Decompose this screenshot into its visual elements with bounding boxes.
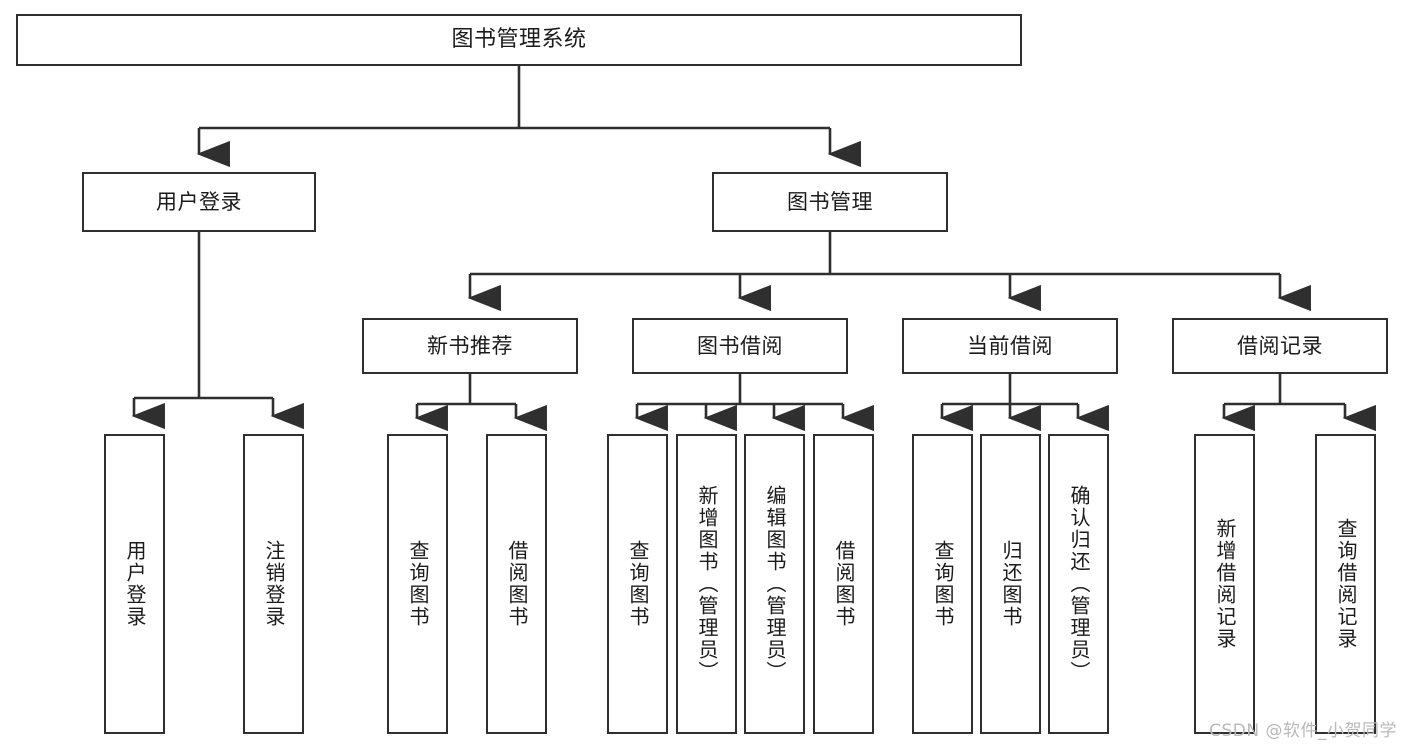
node-leaf-borrow-lend[interactable]: 借阅图书 xyxy=(813,434,874,734)
node-label: 注销登录 xyxy=(262,540,286,628)
node-label: 借阅记录 xyxy=(1237,333,1323,358)
node-label: 查询图书 xyxy=(626,540,650,628)
node-current-borrow[interactable]: 当前借阅 xyxy=(902,318,1118,374)
node-label: 查询图书 xyxy=(406,540,430,628)
node-leaf-current-return[interactable]: 归还图书 xyxy=(980,434,1041,734)
node-label: 图书管理系统 xyxy=(451,27,587,53)
node-book-manage[interactable]: 图书管理 xyxy=(712,172,948,232)
node-label: 查询借阅记录 xyxy=(1334,518,1358,650)
node-leaf-recommend-query[interactable]: 查询图书 xyxy=(387,434,448,734)
csdn-watermark: CSDN @软件_小贺同学 xyxy=(1209,721,1397,741)
node-label: 用户登录 xyxy=(123,540,147,628)
node-leaf-record-add[interactable]: 新增借阅记录 xyxy=(1194,434,1255,734)
node-leaf-current-confirm[interactable]: 确认归还（管理员） xyxy=(1048,434,1109,734)
node-leaf-record-query[interactable]: 查询借阅记录 xyxy=(1315,434,1376,734)
node-user-login[interactable]: 用户登录 xyxy=(82,172,316,232)
node-label: 编辑图书（管理员） xyxy=(763,485,787,683)
node-label: 用户登录 xyxy=(156,189,242,214)
node-leaf-recommend-borrow[interactable]: 借阅图书 xyxy=(486,434,547,734)
node-leaf-borrow-edit[interactable]: 编辑图书（管理员） xyxy=(744,434,805,734)
node-label: 借阅图书 xyxy=(505,540,529,628)
node-label: 新增图书（管理员） xyxy=(695,485,719,683)
node-leaf-borrow-add[interactable]: 新增图书（管理员） xyxy=(676,434,737,734)
node-label: 确认归还（管理员） xyxy=(1067,485,1091,683)
node-new-book-recommend[interactable]: 新书推荐 xyxy=(362,318,578,374)
node-leaf-user-login[interactable]: 用户登录 xyxy=(104,434,165,734)
node-book-management-system[interactable]: 图书管理系统 xyxy=(16,14,1022,66)
node-label: 借阅图书 xyxy=(832,540,856,628)
node-label: 图书管理 xyxy=(787,189,873,214)
node-label: 归还图书 xyxy=(999,540,1023,628)
node-label: 图书借阅 xyxy=(697,333,783,358)
node-label: 当前借阅 xyxy=(967,333,1053,358)
node-leaf-current-query[interactable]: 查询图书 xyxy=(912,434,973,734)
node-label: 查询图书 xyxy=(931,540,955,628)
node-label: 新增借阅记录 xyxy=(1213,518,1237,650)
node-label: 新书推荐 xyxy=(427,333,513,358)
node-leaf-user-logout[interactable]: 注销登录 xyxy=(243,434,304,734)
node-borrow-record[interactable]: 借阅记录 xyxy=(1172,318,1388,374)
node-book-borrow[interactable]: 图书借阅 xyxy=(632,318,848,374)
node-leaf-borrow-query[interactable]: 查询图书 xyxy=(607,434,668,734)
